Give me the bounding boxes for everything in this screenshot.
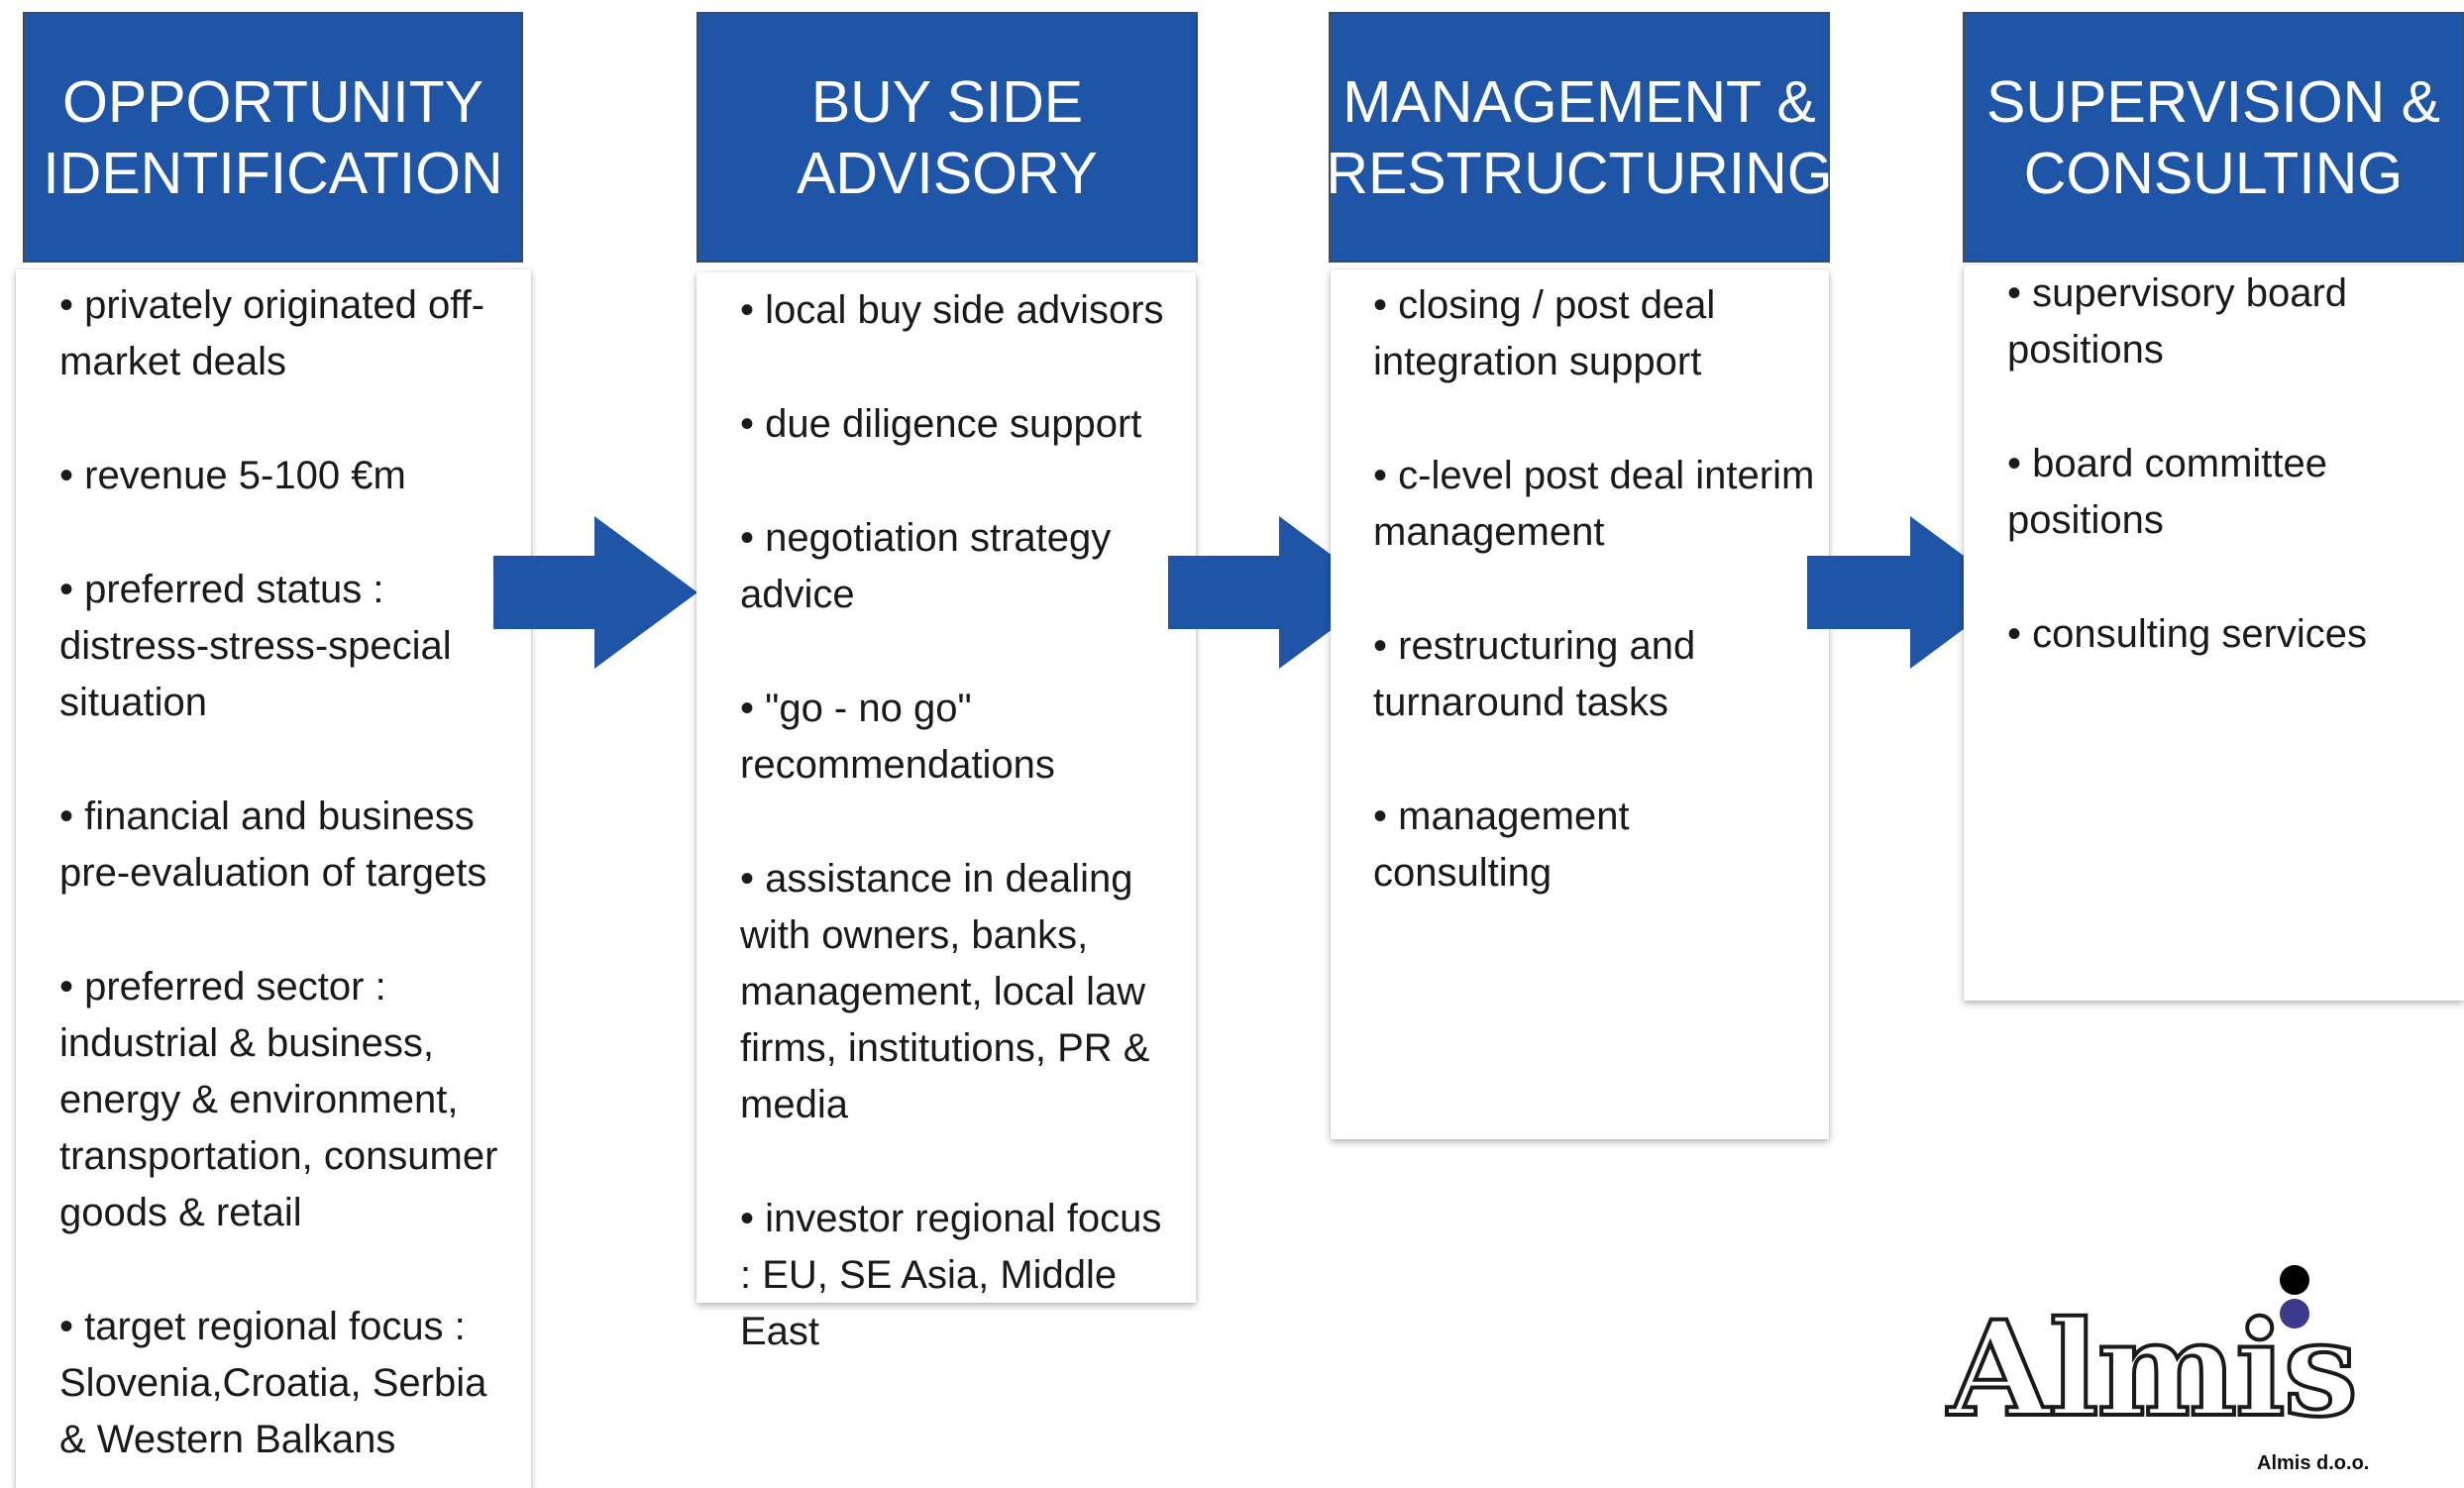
right-arrow-icon xyxy=(1168,516,1382,669)
header-line-1: MANAGEMENT & xyxy=(1342,68,1816,135)
header-line-2: RESTRUCTURING xyxy=(1326,140,1833,206)
header-line-1: OPPORTUNITY xyxy=(61,68,484,135)
right-arrow-icon xyxy=(493,516,697,669)
header-line-2: IDENTIFICATION xyxy=(43,140,503,206)
bullet-item: • restructuring and turnaround tasks xyxy=(1373,624,1696,724)
header-opportunity-identification: OPPORTUNITY IDENTIFICATION xyxy=(23,12,523,263)
right-arrow-icon xyxy=(1807,516,2013,669)
bullet-list: • privately originated off-market deals … xyxy=(59,277,509,1468)
bullet-item: • management consulting xyxy=(1373,795,1630,895)
bullet-item: • supervisory board positions xyxy=(2007,271,2348,372)
bullet-item: • negotiation strategy advice xyxy=(740,516,1112,616)
header-supervision-consulting: SUPERVISION & CONSULTING xyxy=(1963,12,2464,263)
header-line-1: SUPERVISION & xyxy=(1986,68,2440,135)
bullet-item: • board committee positions xyxy=(2007,442,2328,542)
company-name: Almis d.o.o. xyxy=(2257,1452,2370,1474)
bullet-item: • consulting services xyxy=(2007,612,2368,656)
bullet-item: • privately originated off-market deals xyxy=(59,283,485,383)
card-supervision-consulting: • supervisory board positions • board co… xyxy=(1964,266,2464,1001)
bullet-item: • revenue 5-100 €m xyxy=(59,454,406,497)
bullet-item: • local buy side advisors xyxy=(740,288,1164,332)
bullet-item: • assistance in dealing with owners, ban… xyxy=(740,857,1150,1126)
bullet-item: • investor regional focus : EU, SE Asia,… xyxy=(740,1197,1162,1353)
almis-logo: Almis xyxy=(1944,1265,2360,1436)
card-buy-side-advisory: • local buy side advisors • due diligenc… xyxy=(696,272,1196,1353)
bullet-item: • preferred status : distress-stress-spe… xyxy=(59,568,452,724)
bullet-item: • closing / post deal integration suppor… xyxy=(1373,283,1716,383)
header-line-1: BUY SIDE xyxy=(810,68,1084,135)
bullet-list: • local buy side advisors • due diligenc… xyxy=(740,282,1178,1360)
bullet-item: • financial and business pre-evaluation … xyxy=(59,795,487,895)
card-management-restructuring: • closing / post deal integration suppor… xyxy=(1331,269,1829,1139)
header-management-restructuring: MANAGEMENT & RESTRUCTURING xyxy=(1326,12,1833,263)
bullet-item: • c-level post deal interim management xyxy=(1373,454,1815,554)
header-line-2: ADVISORY xyxy=(797,140,1098,206)
card-opportunity-identification: • privately originated off-market deals … xyxy=(16,269,531,1488)
bullet-item: • preferred sector : industrial & busine… xyxy=(59,965,498,1234)
bullet-item: • target regional focus : Slovenia,Croat… xyxy=(59,1305,487,1461)
bullet-item: • due diligence support xyxy=(740,402,1142,446)
header-buy-side-advisory: BUY SIDE ADVISORY xyxy=(696,12,1198,263)
bullet-item: • "go - no go" recommendations xyxy=(740,687,1055,787)
logo-text: Almis xyxy=(1946,1293,2356,1436)
bullet-list: • closing / post deal integration suppor… xyxy=(1373,277,1815,902)
header-line-2: CONSULTING xyxy=(2023,140,2404,206)
bullet-list: • supervisory board positions • board co… xyxy=(2007,266,2450,663)
